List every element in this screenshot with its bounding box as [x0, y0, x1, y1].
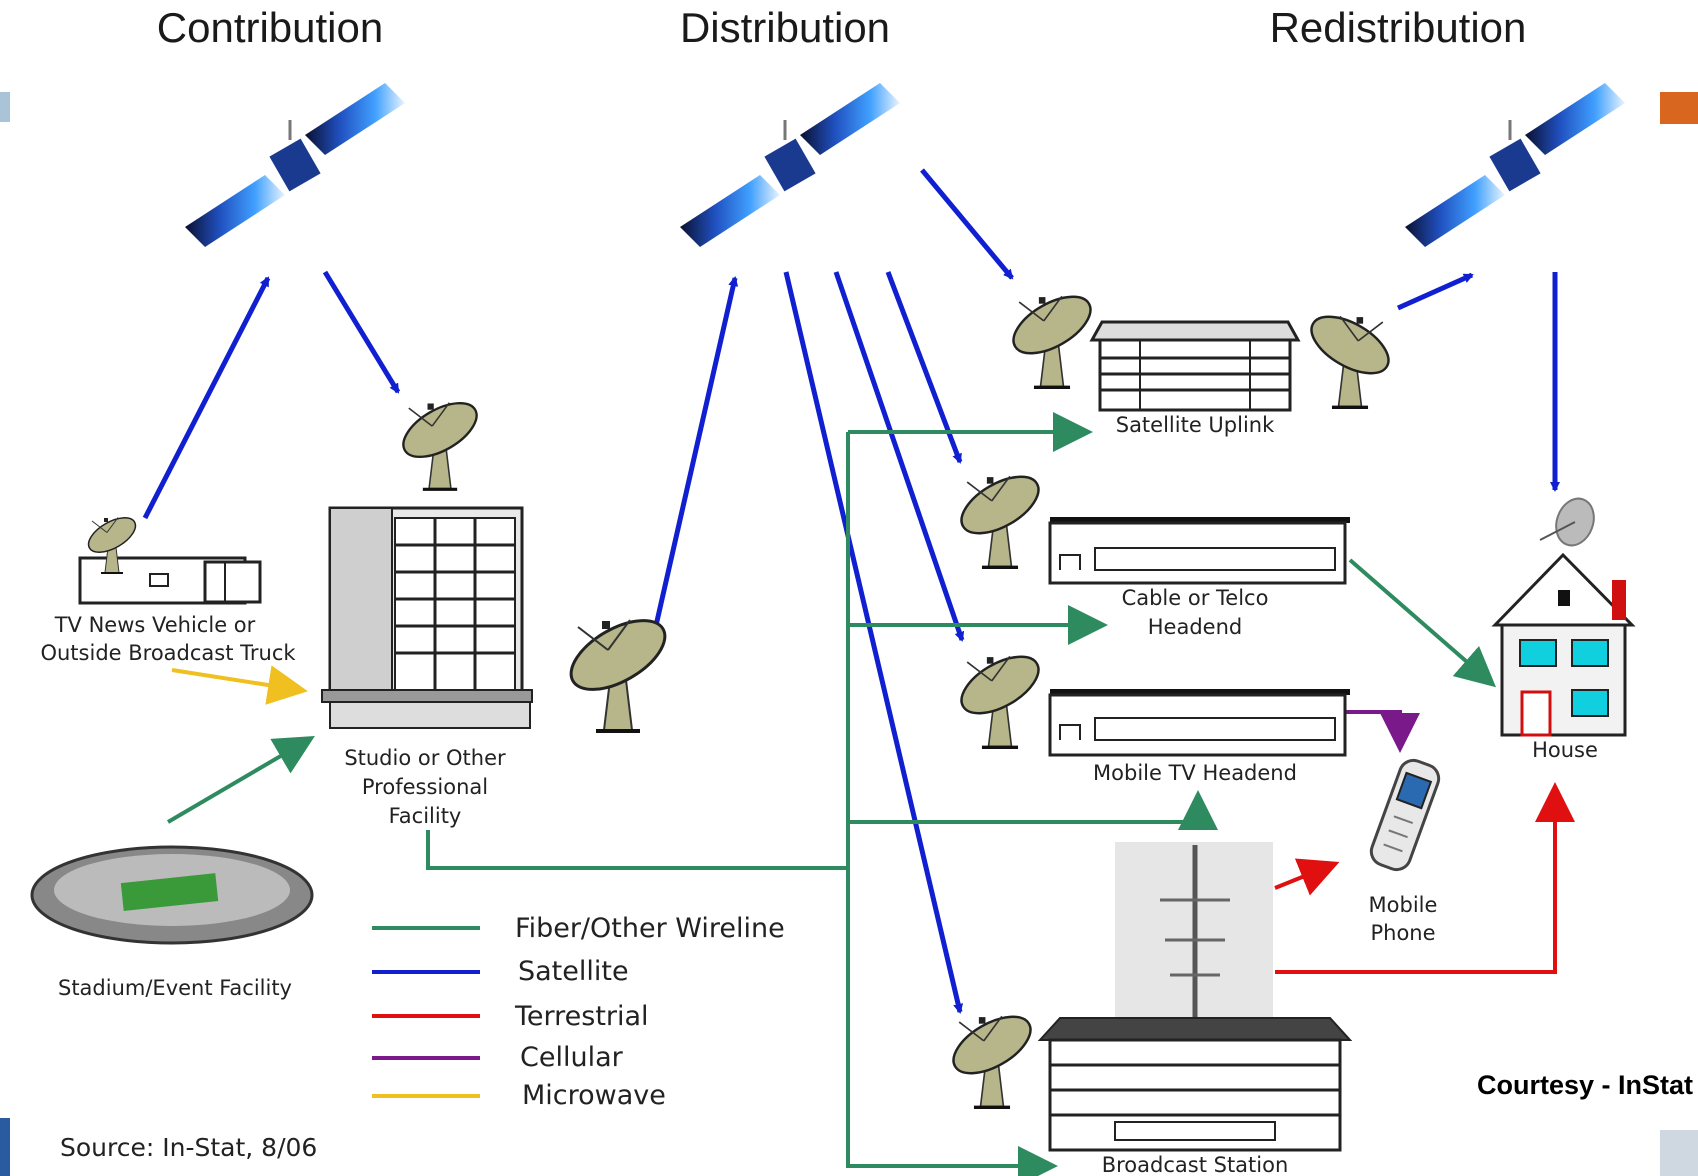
tv-news-truck-icon: [78, 509, 262, 605]
satellite-uplink-icon: [1002, 283, 1400, 412]
legend: Fiber/Other Wireline Satellite Terrestri…: [372, 913, 785, 1111]
courtesy-note: Courtesy - InStat: [1477, 1070, 1693, 1100]
tv-truck-label-line2: Outside Broadcast Truck: [40, 641, 296, 665]
source-note: Source: In-Stat, 8/06: [60, 1133, 317, 1162]
satellite-icon-contribution: [183, 81, 407, 249]
satellite-icon-redistribution: [1403, 81, 1627, 249]
stadium-icon: [30, 845, 314, 945]
satellite-links: [142, 168, 1560, 1014]
header-redistribution: Redistribution: [1270, 4, 1527, 51]
header-distribution: Distribution: [680, 4, 890, 51]
house-icon: [1491, 497, 1636, 737]
broadcast-station-icon: [942, 842, 1353, 1152]
terrestrial-links: [1274, 782, 1575, 974]
house-label: House: [1532, 738, 1598, 762]
header-contribution: Contribution: [157, 4, 383, 51]
legend-label-terrestrial: Terrestrial: [514, 1001, 649, 1032]
legend-label-cellular: Cellular: [520, 1042, 624, 1073]
bottom-left-logo: [0, 1118, 10, 1176]
cellular-link: [1342, 710, 1420, 753]
legend-label-fiber: Fiber/Other Wireline: [515, 913, 785, 944]
broadcast-station-label: Broadcast Station: [1102, 1153, 1289, 1176]
cable-headend-label-line1: Cable or Telco: [1122, 586, 1269, 610]
right-edge-accent: [1660, 92, 1698, 124]
studio-label-line2: Professional: [362, 775, 488, 799]
cable-headend-label-line2: Headend: [1148, 615, 1242, 639]
studio-label-line3: Facility: [389, 804, 462, 828]
studio-label-line1: Studio or Other: [344, 746, 506, 770]
studio-building-icon: [321, 390, 533, 729]
legend-label-microwave: Microwave: [522, 1080, 666, 1111]
mobile-tv-headend-label: Mobile TV Headend: [1093, 761, 1297, 785]
microwave-link: [171, 665, 308, 705]
mobile-phone-label-line1: Mobile: [1369, 893, 1438, 917]
left-edge-accent: [0, 92, 10, 122]
legend-label-satellite: Satellite: [518, 956, 629, 987]
satellite-uplink-label: Satellite Uplink: [1116, 413, 1275, 437]
mobile-phone-label-line2: Phone: [1370, 921, 1435, 945]
uplink-dish-icon: [557, 604, 679, 733]
stadium-label: Stadium/Event Facility: [58, 976, 292, 1000]
tv-truck-label-line1: TV News Vehicle or: [54, 613, 256, 637]
bottom-right-accent: [1660, 1130, 1698, 1176]
mobile-phone-icon: [1369, 758, 1441, 872]
mobile-tv-headend-icon: [950, 643, 1350, 757]
satellite-icon-distribution: [678, 81, 902, 249]
cable-headend-icon: [950, 463, 1350, 585]
fiber-links: [166, 412, 1497, 1176]
